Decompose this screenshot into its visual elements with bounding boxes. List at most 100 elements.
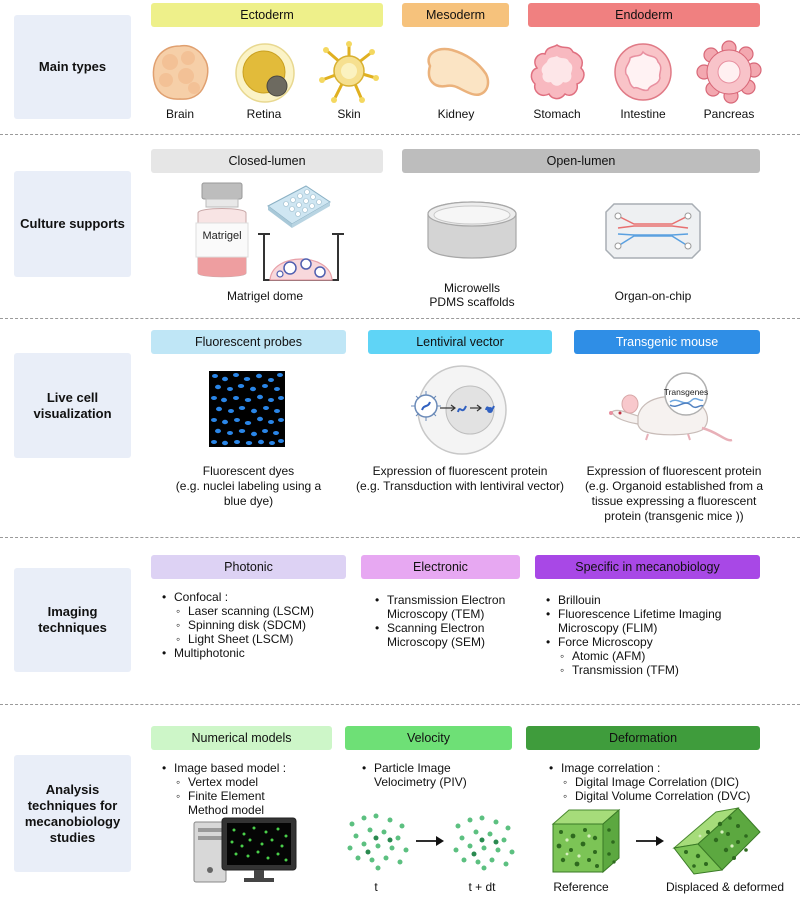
photonic-item-multiphotonic: Multiphotonic [162, 646, 362, 660]
label-pdms-scaffolds: PDMS scaffolds [429, 295, 515, 309]
label-organ-on-chip: Organ-on-chip [614, 289, 692, 303]
retina-organoid-icon [235, 43, 295, 103]
matrigel-bottle-icon [195, 182, 249, 278]
numerical-fem-line2: Method model [188, 803, 265, 817]
label-stomach: Stomach [533, 107, 581, 121]
label-t: t [374, 880, 378, 894]
specific-item-brillouin: Brillouin [546, 593, 766, 607]
row-label-live-line1: Live cell [46, 389, 99, 405]
arrow-reference-to-deformed [636, 836, 664, 846]
header-fluorescent-probes: Fluorescent probes [151, 330, 346, 354]
pancreas-organoid-icon [696, 40, 762, 104]
header-mesoderm: Mesoderm [402, 3, 509, 27]
header-numerical-models: Numerical models [151, 726, 332, 750]
label-t-dt: t + dt [468, 880, 496, 894]
photonic-item-light-sheet: Light Sheet (LSCM) [162, 632, 362, 646]
particles-tdt-icon [453, 815, 515, 871]
row-label-main-types: Main types [14, 15, 131, 119]
header-electronic: Electronic [361, 555, 520, 579]
deformed-volume-icon [672, 807, 761, 875]
electronic-sem-line2: Microscopy (SEM) [387, 635, 486, 649]
reference-volume-icon [551, 808, 621, 874]
numerical-fem-line1: Finite Element [188, 789, 265, 803]
specific-item-flim: Fluorescence Lifetime ImagingMicroscopy … [546, 607, 766, 635]
numerical-item-vertex: Vertex model [162, 775, 342, 789]
row-label-analysis: Analysis techniques for mecanobiology st… [14, 755, 131, 872]
caption-lenti-line1: Expression of fluorescent protein [372, 464, 548, 478]
label-reference: Reference [553, 880, 609, 894]
specific-item-tfm: Transmission (TFM) [546, 663, 766, 677]
caption-dyes-line1: Fluorescent dyes [202, 464, 295, 478]
caption-lenti-line2: (e.g. Transduction with lentiviral vecto… [355, 479, 565, 493]
deformation-item-dic: Digital Image Correlation (DIC) [549, 775, 769, 789]
photonic-item-lscm: Laser scanning (LSCM) [162, 604, 362, 618]
specific-item-afm: Atomic (AFM) [546, 649, 766, 663]
skin-organoid-icon [319, 41, 379, 103]
numerical-list: Image based model : Vertex model Finite … [162, 761, 342, 817]
row-label-live-cell: Live cell visualization [14, 353, 131, 458]
deformation-list: Image correlation : Digital Image Correl… [549, 761, 769, 803]
label-microwells: Microwells [443, 281, 500, 295]
label-matrigel-dome: Matrigel dome [226, 289, 304, 303]
caption-transgenic-line4: protein (transgenic mice )) [604, 509, 744, 523]
arrow-t-to-tdt [416, 836, 444, 846]
label-displaced-deformed: Displaced & deformed [665, 880, 785, 894]
divider-1 [0, 134, 800, 135]
computer-workstation-icon [193, 817, 297, 883]
particles-t-icon [347, 813, 409, 871]
header-lentiviral-vector: Lentiviral vector [368, 330, 552, 354]
electronic-tem-line1: Transmission Electron [387, 593, 506, 607]
brain-organoid-icon [152, 44, 209, 100]
deformation-item-dvc: Digital Volume Correlation (DVC) [549, 789, 769, 803]
divider-2 [0, 318, 800, 319]
header-photonic: Photonic [151, 555, 346, 579]
label-brain: Brain [165, 107, 194, 121]
specific-list: Brillouin Fluorescence Lifetime ImagingM… [546, 593, 766, 677]
divider-3 [0, 537, 800, 538]
organ-on-chip-icon [605, 203, 701, 259]
fluorescent-nuclei-image [209, 371, 285, 447]
caption-transgenic-line3: tissue expressing a fluorescent [591, 494, 757, 508]
lentiviral-transduction-icon [411, 365, 507, 455]
caption-transgenic-line2: (e.g. Organoid established from a [584, 479, 764, 493]
specific-flim-line2: Microscopy (FLIM) [558, 621, 658, 635]
header-specific-mecanobiology: Specific in mecanobiology [535, 555, 760, 579]
header-endoderm: Endoderm [528, 3, 760, 27]
header-deformation: Deformation [526, 726, 760, 750]
header-open-lumen: Open-lumen [402, 149, 760, 173]
velocity-piv-line2: Velocimetry (PIV) [374, 775, 467, 789]
label-kidney: Kidney [437, 107, 475, 121]
label-skin: Skin [337, 107, 361, 121]
deformation-item-image-correlation: Image correlation : [549, 761, 769, 775]
specific-flim-line1: Fluorescence Lifetime Imaging [558, 607, 722, 621]
divider-4 [0, 704, 800, 705]
specific-item-force: Force Microscopy [546, 635, 766, 649]
header-transgenic-mouse: Transgenic mouse [574, 330, 760, 354]
label-intestine: Intestine [620, 107, 666, 121]
electronic-tem-line2: Microscopy (TEM) [387, 607, 485, 621]
numerical-item-image-based: Image based model : [162, 761, 342, 775]
label-retina: Retina [246, 107, 282, 121]
label-pancreas: Pancreas [703, 107, 755, 121]
row-label-imaging: Imaging techniques [14, 568, 131, 672]
caption-dyes-line2: (e.g. nuclei labeling using a [175, 479, 322, 493]
transgenes-label: Transgenes [663, 387, 709, 397]
header-ectoderm: Ectoderm [151, 3, 383, 27]
caption-lentiviral: Expression of fluorescent protein (e.g. … [345, 464, 575, 494]
header-velocity: Velocity [345, 726, 512, 750]
electronic-sem-line1: Scanning Electron [387, 621, 485, 635]
well-plate-icon [267, 185, 331, 228]
transgenic-mouse-icon [609, 372, 733, 442]
stomach-organoid-icon [530, 44, 585, 100]
caption-transgenic: Expression of fluorescent protein (e.g. … [574, 464, 774, 524]
matrigel-bottle-label: Matrigel [202, 230, 242, 242]
caption-fluorescent-dyes: Fluorescent dyes (e.g. nuclei labeling u… [151, 464, 346, 509]
matrigel-dome-icon [258, 233, 344, 281]
intestine-organoid-icon [614, 43, 672, 101]
microwell-scaffold-icon [427, 201, 517, 259]
